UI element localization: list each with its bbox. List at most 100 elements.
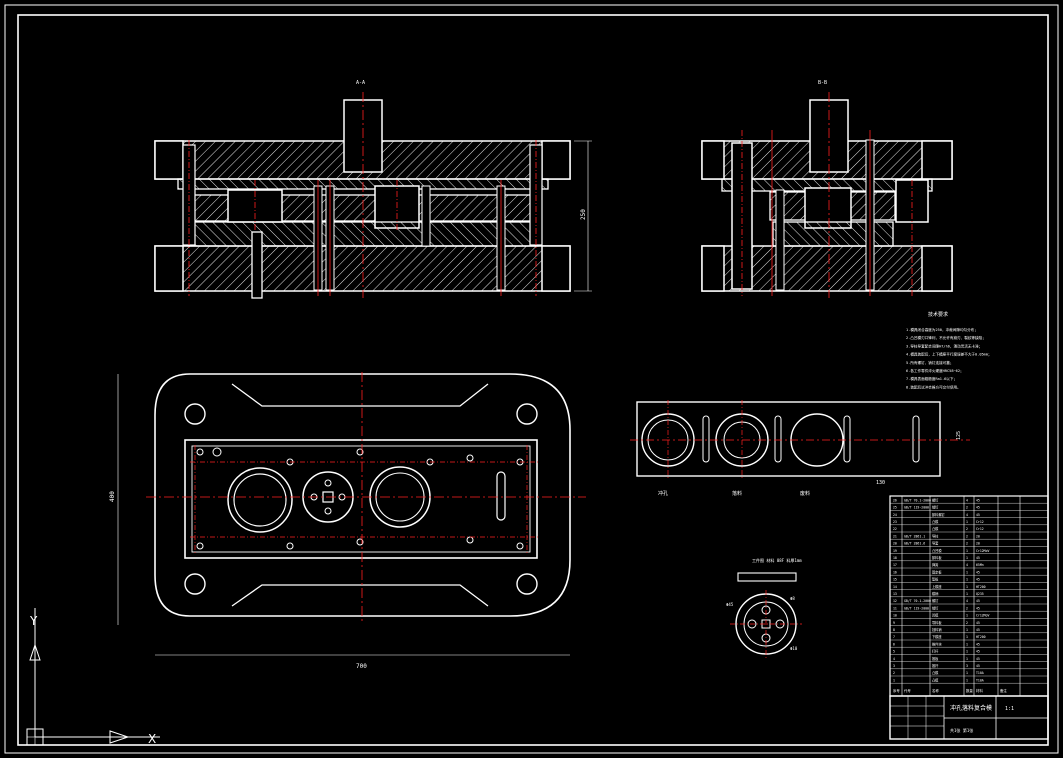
bom-cell: GB/T 2861.1 <box>904 534 925 538</box>
bom-cell: Cr12MoV <box>976 549 990 553</box>
bom-cell: 17 <box>893 563 897 567</box>
guide-hole-tl[interactable] <box>184 403 206 425</box>
title-name: 冲孔落料复合模 <box>950 704 992 712</box>
bom-cell: 4 <box>966 563 968 567</box>
strip-layout[interactable]: 冲孔 落料 废料 130 125 <box>630 400 970 497</box>
bom-cell: 螺钉 <box>932 598 939 603</box>
bom-cell: 凸凹模 <box>932 548 942 553</box>
bom-cell: GB/T 70.1-2000 <box>904 498 931 502</box>
bom-cell: 1 <box>893 678 895 682</box>
note-line: 8.装配后试冲合格方可交付使用。 <box>906 384 961 389</box>
technical-notes[interactable]: 技术要求 1.模具闭合高度为250，冲裁间隙均匀分布；2.凸凹模刃口锋利，不允许… <box>906 311 992 389</box>
bom-cell: 4 <box>893 657 895 661</box>
bom-cell: 20 <box>893 542 897 546</box>
bom-cell: 导料板 <box>932 620 942 625</box>
bom-cell: 4 <box>966 498 968 502</box>
ucs-icon: Y X <box>26 608 160 746</box>
bom-header-cell: 代号 <box>904 688 911 693</box>
bom-cell: 26 <box>893 498 897 502</box>
bom-cell: 45 <box>976 599 980 603</box>
bom-cell: 2 <box>966 534 968 538</box>
inner-border <box>17 14 1049 746</box>
plan-view[interactable]: 400 700 <box>109 372 586 670</box>
lower-base-outline <box>154 373 571 617</box>
bom-cell: 1 <box>966 642 968 646</box>
bom-cell: 1 <box>966 585 968 589</box>
bom-cell: 3 <box>893 664 895 668</box>
bom-cell: 销钉 <box>932 505 939 510</box>
bom-cell: 9 <box>893 621 895 625</box>
bom-cell: 15 <box>893 578 897 582</box>
bom-cell: 卸料螺钉 <box>932 512 946 517</box>
bom-cell: 25 <box>893 506 897 510</box>
blank-hole[interactable] <box>227 467 293 533</box>
bom-cell: 销钉 <box>932 605 939 610</box>
bom-cell: GB/T 119-2000 <box>904 506 929 510</box>
guide-hole-br[interactable] <box>516 573 538 595</box>
bom-cell: 凸模 <box>932 519 939 524</box>
bom-cell: 1 <box>966 657 968 661</box>
bom-cell: Cr12 <box>976 527 984 531</box>
bom-cell: 3 <box>966 664 968 668</box>
section-view-left[interactable]: A-A 250 <box>154 80 592 299</box>
notes-title: 技术要求 <box>928 311 948 318</box>
bom-cell: 11 <box>893 606 897 610</box>
bom-cell: 21 <box>893 534 897 538</box>
bom-cell: 22 <box>893 527 897 531</box>
bom-cell: 45 <box>976 513 980 517</box>
bom-cell: 1 <box>966 592 968 596</box>
bom-cell: 45 <box>976 628 980 632</box>
bom-cell: Cr12MoV <box>976 614 990 618</box>
section-left-label: A-A <box>356 80 365 86</box>
bom-cell: 45 <box>976 498 980 502</box>
section-right-label: B-B <box>818 80 827 86</box>
bom-cell: 45 <box>976 606 980 610</box>
bom-header-cell: 名称 <box>932 688 939 693</box>
bom-cell: 45 <box>976 621 980 625</box>
strip-label-3: 废料 <box>800 490 810 497</box>
guide-hole-tr[interactable] <box>516 403 538 425</box>
bom-cell: 65Mn <box>976 563 984 567</box>
title-scale: 1:1 <box>1005 706 1014 712</box>
bom-cell: 推杆 <box>932 663 939 668</box>
guide-hole-bl[interactable] <box>184 573 206 595</box>
bom-cell: 1 <box>966 678 968 682</box>
bom-cell: GB/T 2861.6 <box>904 542 925 546</box>
ucs-y-label: Y <box>29 614 38 628</box>
section-view-right[interactable]: B-B <box>701 80 953 298</box>
bom-cell: 固定板 <box>932 569 942 574</box>
note-line: 6.各工作零件淬火硬度HRC58~62； <box>906 368 964 373</box>
bom-cell: 打杆 <box>932 649 939 654</box>
bom-cell: 凸模 <box>932 670 939 675</box>
strip-pitch: 130 <box>876 480 885 486</box>
bom-cell: 45 <box>976 657 980 661</box>
bom-cell: 13 <box>893 592 897 596</box>
bom-cell: 1 <box>966 520 968 524</box>
bom-cell: 45 <box>976 570 980 574</box>
bom-cell: 2 <box>966 542 968 546</box>
bom-header-cell: 序号 <box>893 688 900 693</box>
bom-cell: GB/T 119-2000 <box>904 606 929 610</box>
bom-cell: 导套 <box>932 541 939 546</box>
bom-header-cell: 材料 <box>976 688 983 693</box>
title-block[interactable]: 冲孔落料复合模 1:1 共1张 第1张 <box>889 695 1049 740</box>
part-dim-2: Φ8 <box>790 596 795 601</box>
bom-cell: 14 <box>893 585 897 589</box>
bom-cell: 4 <box>966 599 968 603</box>
bom-cell: 2 <box>966 506 968 510</box>
note-line: 2.凸凹模刃口锋利，不允许有崩刃、裂纹等缺陷； <box>906 335 986 340</box>
bom-cell: 20 <box>976 534 980 538</box>
bom-cell: 18 <box>893 556 897 560</box>
bom-cell: 1 <box>966 556 968 560</box>
bom-cell: 1 <box>966 671 968 675</box>
bom-cell: 5 <box>893 650 895 654</box>
outer-border <box>4 4 1059 754</box>
part-dim-1: Φ45 <box>726 602 734 607</box>
bom-cell: 2 <box>966 527 968 531</box>
part-label: 工件图 材料 08F 料厚1mm <box>752 557 802 563</box>
bom-cell: 模柄 <box>932 591 939 596</box>
bom-cell: 1 <box>966 650 968 654</box>
part-drawing[interactable]: 工件图 材料 08F 料厚1mm Φ45 Φ8 Φ10 <box>726 557 802 660</box>
